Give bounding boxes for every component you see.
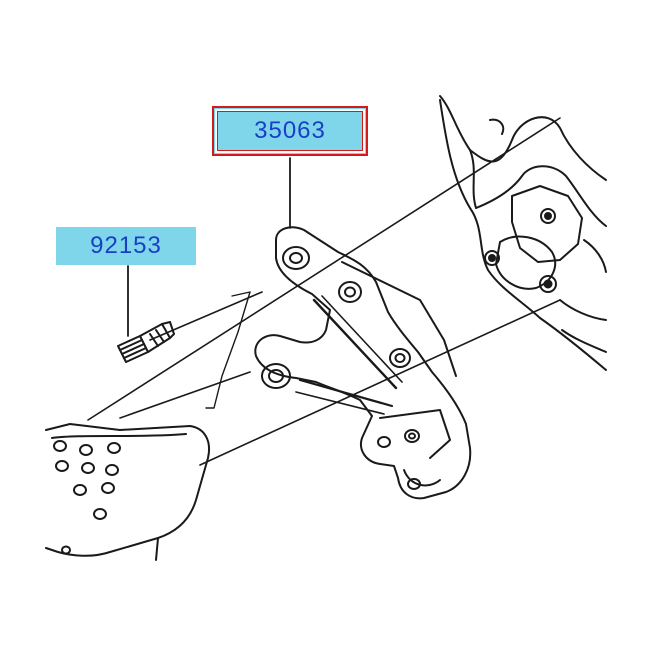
guide-lines [87,117,561,466]
part-label-92153[interactable]: 92153 [56,227,196,265]
part-label-35063[interactable]: 35063 [212,106,368,156]
bolt-92153-drawing [117,321,175,363]
footpeg-plate-drawing [45,423,210,561]
leader-lines [127,157,291,337]
frame-section-drawing [439,95,607,371]
bracket-35063-drawing [254,226,472,500]
